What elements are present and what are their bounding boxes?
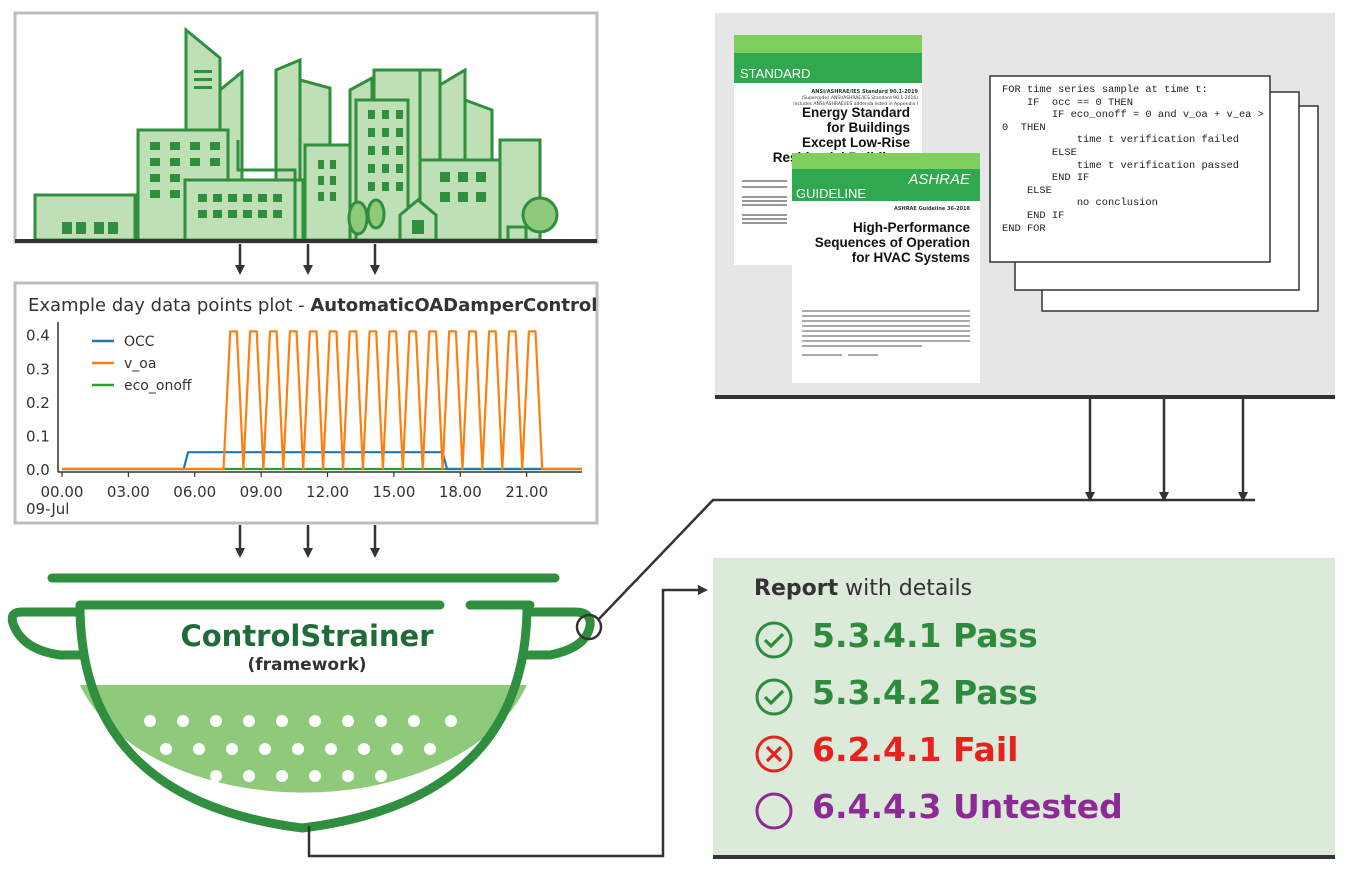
y-tick-label: 0.0: [26, 461, 50, 479]
guideline-ref: ASHRAE Guideline 36-2018: [894, 206, 970, 212]
city-windows: [62, 70, 486, 234]
guideline-org: ASHRAE: [907, 171, 971, 188]
y-tick-label: 0.4: [26, 327, 50, 345]
guideline-title-1: High-Performance: [853, 220, 971, 235]
report-header: Report with details: [754, 576, 973, 601]
standard-title-2: for Buildings: [827, 120, 910, 135]
strainer-illustration: ControlStrainer (framework): [7, 573, 603, 833]
standard-banner: STANDARD: [740, 66, 811, 81]
check-circle-icon: [755, 678, 793, 716]
city-panel: [13, 11, 599, 244]
framework-name: ControlStrainer: [180, 619, 434, 653]
arrows-plot-to-strainer: [235, 525, 380, 558]
arrows-city-to-plot: [235, 244, 380, 275]
x-tick-label: 09.00: [240, 483, 283, 501]
x-tick-label: 15.00: [372, 483, 415, 501]
x-tick-label: 18.00: [439, 483, 482, 501]
y-tick-label: 0.2: [26, 394, 50, 412]
standard-ref: ANSI/ASHRAE/IES Standard 90.1-2019: [811, 89, 918, 95]
plot-axes: 0.0 0.1 0.2 0.3 0.4 00.00 03.00 06.00 09.00 12.00…: [26, 322, 582, 518]
legend-label: eco_onoff: [124, 378, 192, 394]
x-tick-label: 12.00: [306, 483, 349, 501]
x-tick-label: 06.00: [173, 483, 216, 501]
plot-panel: Example day data points plot - Automatic…: [13, 281, 599, 525]
strainer-holes: [144, 715, 457, 811]
x-tick-label: 03.00: [107, 483, 150, 501]
standard-title-3: Except Low-Rise: [802, 135, 911, 150]
circle-icon: [755, 792, 793, 830]
guideline-title-2: Sequences of Operation: [815, 235, 970, 250]
x-tick-label: 00.00: [41, 483, 84, 501]
check-circle-icon: [755, 621, 793, 659]
report-panel: [713, 558, 1335, 859]
standard-ref3: Includes ANSI/ASHRAE/IES addenda listed …: [793, 101, 918, 107]
framework-sub: (framework): [247, 655, 366, 675]
x-tick-sublabel: 09-Jul: [26, 500, 69, 518]
documents-panel: STANDARD ANSI/ASHRAE/IES Standard 90.1-2…: [715, 13, 1335, 399]
guideline-banner: GUIDELINE: [796, 186, 866, 201]
x-circle-icon: [755, 735, 793, 773]
legend-label: v_oa: [124, 356, 156, 372]
plot-legend: OCC v_oa eco_onoff: [92, 334, 192, 394]
y-tick-label: 0.1: [26, 427, 50, 445]
series-line-v-oa: [62, 330, 582, 471]
verification-pseudocode: FOR time series sample at time t: IF occ…: [1002, 84, 1264, 235]
legend-label: OCC: [124, 334, 155, 350]
guideline-title-3: for HVAC Systems: [852, 250, 970, 265]
y-tick-label: 0.3: [26, 360, 50, 378]
standard-title-1: Energy Standard: [802, 105, 910, 120]
city-skyline-illustration: [33, 26, 542, 242]
plot-lines: [62, 330, 582, 471]
standard-ref2: (Supersedes ANSI/ASHRAE/IES Standard 90.…: [801, 95, 918, 101]
plot-title: Example day data points plot - Automatic…: [28, 295, 597, 316]
x-tick-label: 21.00: [505, 483, 548, 501]
